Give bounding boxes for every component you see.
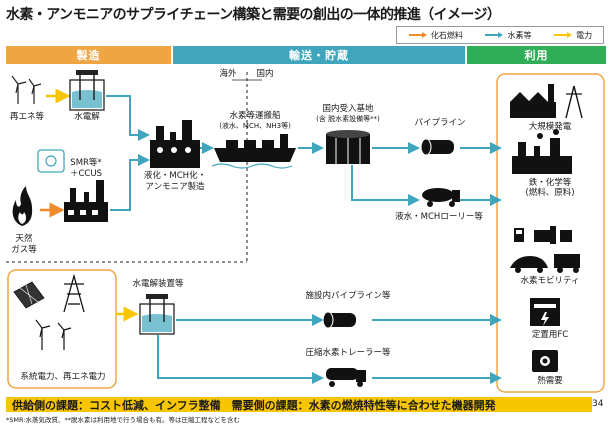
label-terminal: 国内受入基地 [322,104,374,114]
legend-item-fossil: 化石燃料 [408,30,463,41]
transmission-tower-icon [63,273,85,313]
label-tube-trailer: 圧縮水素トレーラー等 [305,348,391,358]
legend-arrow-fossil-icon [408,32,427,38]
arrow-terminal-to-lorry [351,165,420,206]
lorry-icon [422,188,460,207]
solar-panel-icon [13,281,45,309]
legend-arrow-hydrogen-icon [485,32,504,38]
use-label-steel-chemical: 鉄・化学等 (燃料、原料) [525,178,575,198]
label-onsite-pipeline: 施設内パイプライン等 [305,291,391,301]
onsite-pipeline-icon [322,311,356,329]
boiler-icon [532,350,558,372]
tube-trailer-icon [326,368,366,387]
label-electrolyzer: 水電解装置等 [132,279,184,289]
label-domestic: 国内 [256,69,274,79]
electrolyzer-icon [139,294,175,335]
page-number: 34 [592,399,604,409]
footnote: *SMR:水蒸気改質、**脱水素は利用地で行う場合も有。等は圧縮工程などを含む [6,416,240,424]
fuel-cell-icon [530,298,560,326]
legend: 化石燃料 水素等 電力 [396,26,604,44]
label-grid-power: 系統電力、再エネ電力 [20,372,106,382]
arrow-electrolysis-to-conversion [106,95,150,141]
electrolysis-icon [69,70,105,111]
label-terminal-sub: (含 脱水素設備等**) [316,115,380,123]
label-natural-gas: 天然 ガス等 [11,234,37,255]
arrow-smr-to-conversion [110,154,150,211]
use-label-heat: 熱需要 [537,376,563,386]
pipeline-icon [420,138,454,156]
label-pipeline: パイプライン [414,118,466,128]
legend-item-power: 電力 [553,30,592,41]
wind-turbine-icon [11,75,42,104]
label-smr: SMR等* ＋CCUS [70,158,102,179]
flame-icon [12,186,33,226]
power-plant-icon [510,84,583,119]
wind-turbine-grid-icon [35,319,72,350]
conversion-plant-icon [150,120,200,168]
label-carrier: 水素等運搬船 [229,111,281,121]
label-overseas: 海外 [219,69,237,79]
legend-label-hydrogen: 水素等 [507,30,532,40]
use-label-fuel-cell: 定置用FC [531,330,569,340]
lock-icon [37,149,65,173]
use-frame [496,73,605,393]
label-conversion: 液化・MCH化・ アンモニア製造 [143,171,207,192]
use-label-power-generation: 大規模発電 [528,122,572,132]
smr-plant-icon [64,180,108,222]
legend-label-power: 電力 [576,30,593,40]
grid-power-frame [7,269,117,389]
terminal-tank-icon [326,130,370,164]
page-title: 水素・アンモニアのサプライチェーン構築と需要の創出の一体的推進（イメージ） [6,7,501,23]
use-label-mobility: 水素モビリティ [520,276,580,286]
mobility-icon [510,226,580,273]
legend-label-fossil: 化石燃料 [430,30,463,40]
label-renewables: 再エネ等 [9,112,44,122]
band-manufacturing: 製造 [6,46,171,64]
label-carrier-sub: (液水、MCH、NH3等) [219,122,291,130]
challenges-bar: 供給側の課題：コスト低減、インフラ整備 需要側の課題：水素の燃焼特性等に合わせた… [6,397,592,412]
factory-icon [512,129,572,174]
ship-icon [211,134,296,169]
arrow-electrolyzer-to-trailer [157,335,324,384]
band-use: 利用 [467,46,606,64]
label-lorry: 液水・MCHローリー等 [395,212,483,222]
legend-item-hydrogen: 水素等 [484,30,531,41]
legend-arrow-power-icon [554,32,573,38]
band-transport: 輸送・貯蔵 [173,46,465,64]
label-electrolysis: 水電解 [74,112,100,122]
